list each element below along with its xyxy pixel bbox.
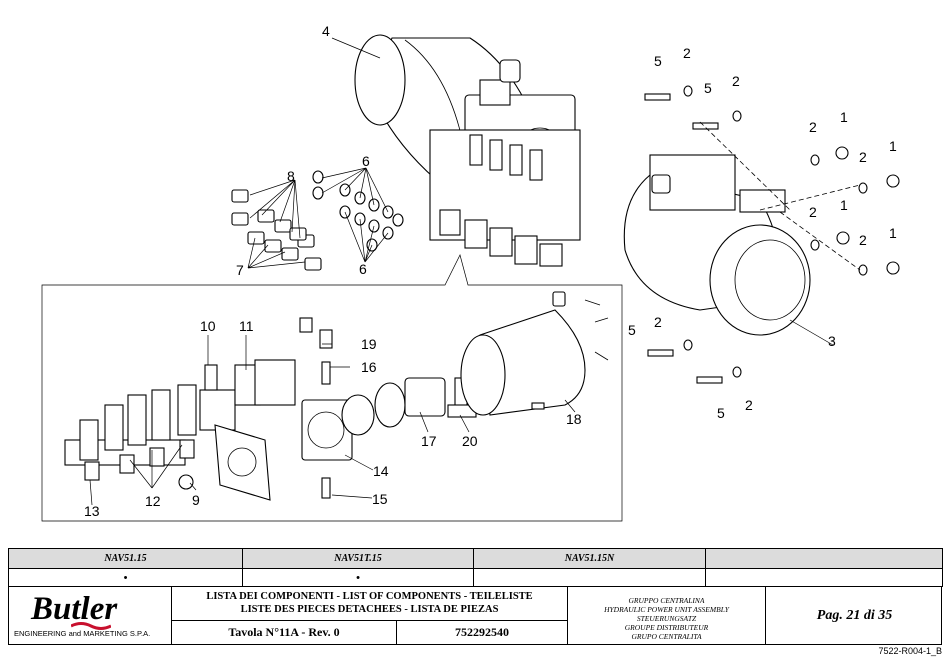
assembly-name-de: STEUERUNGSATZ [636,614,697,623]
callout-6-bottom: 6 [359,261,367,277]
drawing-code: 7522-R004-1_B [878,646,942,656]
callout-15: 15 [372,491,388,507]
seals-group-6 [312,170,404,252]
callout-2-c: 2 [809,119,817,135]
title-block: NAV51.15 NAV51T.15 NAV51.15N • • Butler … [8,548,943,645]
callout-1-c: 1 [840,197,848,213]
fittings-group-7-8 [231,189,322,271]
callout-5-c: 5 [628,322,636,338]
callout-14: 14 [373,463,389,479]
model-applicability-2: • [242,568,474,587]
title-block-lower: Butler ENGINEERING and MARKETING S.P.A. … [8,587,942,645]
part-code: 752292540 [455,625,509,639]
callout-17: 17 [421,433,437,449]
assembly-name-fr: GROUPE DISTRIBUTEUR [624,623,709,632]
callout-1-b: 1 [889,138,897,154]
callout-6-top: 6 [362,153,370,169]
callout-2-a: 2 [683,45,691,61]
tank-part-18 [460,291,609,416]
motor-part-3 [623,154,811,336]
callout-5-a: 5 [654,53,662,69]
model-applicability-4 [705,568,943,587]
leader-lines [89,37,834,506]
logo-text: Butler [31,591,118,627]
assembly-names: GRUPPO CENTRALINA HYDRAULIC POWER UNIT A… [568,587,766,644]
callout-16: 16 [361,359,377,375]
detail-box [41,254,623,522]
callout-3: 3 [828,333,836,349]
component-list-cell: LISTA DEI COMPONENTI - LIST OF COMPONENT… [172,587,568,644]
model-header-2: NAV51T.15 [242,548,474,569]
callout-12: 12 [145,493,161,509]
model-table: NAV51.15 NAV51T.15 NAV51.15N • • [8,548,943,587]
fasteners-right [644,85,900,384]
callout-10: 10 [200,318,216,334]
callout-19: 19 [361,336,377,352]
callout-2-b: 2 [732,73,740,89]
callout-2-f: 2 [859,232,867,248]
callout-9: 9 [192,492,200,508]
callout-1-a: 1 [840,109,848,125]
callout-13: 13 [84,503,100,519]
model-applicability-1: • [8,568,243,587]
callout-labels: 4 8 7 6 6 5 2 5 2 2 1 2 1 2 1 2 1 3 5 2 … [84,23,897,519]
callout-8: 8 [287,168,295,184]
logo-subtitle: ENGINEERING and MARKETING S.P.A. [14,629,151,638]
pump-block-part-14 [299,317,353,499]
callout-2-g: 2 [654,314,662,330]
model-header-3: NAV51.15N [473,548,706,569]
exploded-parts-drawing: 4 8 7 6 6 5 2 5 2 2 1 2 1 2 1 2 1 3 5 2 … [41,23,900,522]
assembly-name-it: GRUPPO CENTRALINA [628,596,705,605]
plate-detail [214,424,271,501]
model-header-4 [705,548,943,569]
callout-18: 18 [566,411,582,427]
component-list-title: LISTA DEI COMPONENTI - LIST OF COMPONENT… [172,587,567,621]
valve-bank-detail [64,359,296,490]
pump-part-17 [341,377,446,436]
callout-5-b: 5 [704,80,712,96]
callout-20: 20 [462,433,478,449]
valve-manifold-upper [429,59,581,267]
callout-2-h: 2 [745,397,753,413]
list-title-line-2: LISTE DES PIECES DETACHEES - LISTA DE PI… [240,604,499,615]
list-title-line-1: LISTA DEI COMPONENTI - LIST OF COMPONENT… [206,591,533,602]
assembly-name-en: HYDRAULIC POWER UNIT ASSEMBLY [604,605,729,614]
model-header-1: NAV51.15 [8,548,243,569]
assembly-name-es: GRUPO CENTRALITA [631,632,702,641]
page-number: Pag. 21 di 35 [816,608,893,623]
callout-2-d: 2 [859,149,867,165]
callout-11: 11 [239,318,254,334]
model-applicability-3 [473,568,706,587]
company-logo: Butler ENGINEERING and MARKETING S.P.A. [9,587,172,644]
callout-4: 4 [322,23,330,39]
callout-5-d: 5 [717,405,725,421]
callout-2-e: 2 [809,204,817,220]
callout-1-d: 1 [889,225,897,241]
callout-7: 7 [236,262,244,278]
table-number: Tavola N°11A - Rev. 0 [172,621,397,644]
logo-wave-icon [71,622,111,630]
